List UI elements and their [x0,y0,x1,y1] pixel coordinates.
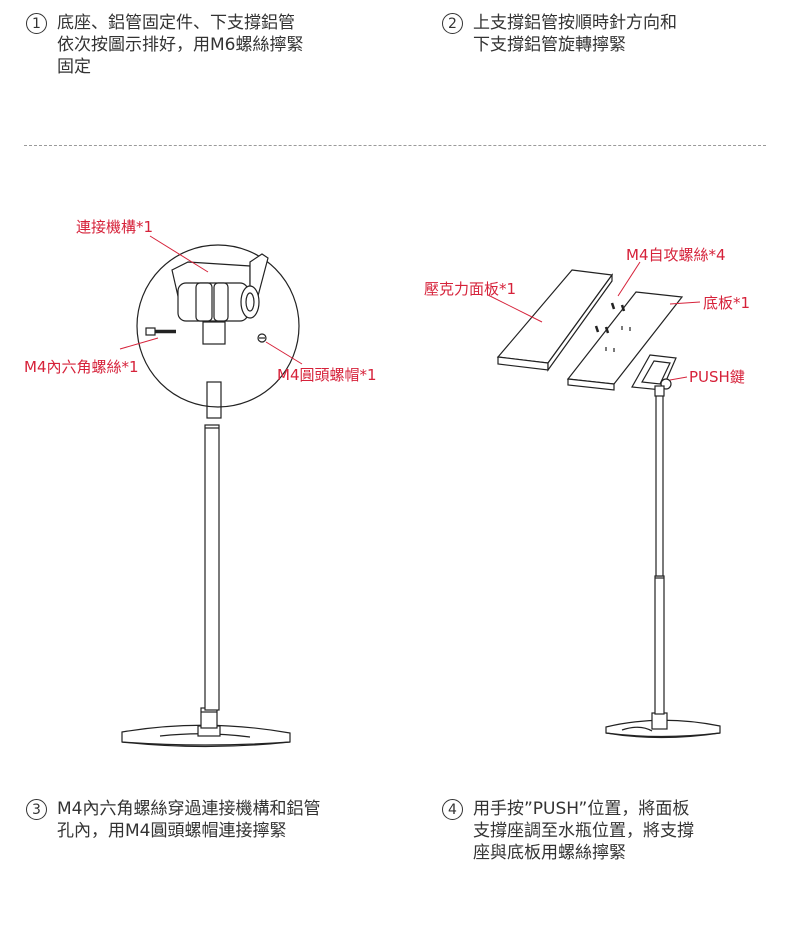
leader-round-nut [265,341,303,365]
stand-right-pole [654,393,665,715]
step-3-number: 3 [26,799,47,820]
stand-left-base [121,707,291,748]
stand-left-illustration: 連接機構*1 M4內六角螺絲*1 M4圓頭螺帽*1 [24,218,377,748]
step-3-line-2: 孔內，用M4圓頭螺帽連接擰緊 [57,821,287,841]
leader-self-tap-screw [617,261,641,297]
step-2-number: 2 [442,13,463,34]
step-3-line-1: M4內六角螺絲穿過連接機構和鋁管 [57,799,321,819]
label-self-tap-screw: M4自攻螺絲*4 [626,246,726,264]
acrylic-panel [496,269,614,372]
stand-left-pole [204,381,222,711]
step-3-instruction: 3 M4內六角螺絲穿過連接機構和鋁管 孔內，用M4圓頭螺帽連接擰緊 [26,798,320,842]
step-1-line-1: 底座、鋁管固定件、下支撐鋁管 [57,13,295,33]
step-4-line-1: 用手按”PUSH”位置，將面板 [473,799,690,819]
step-2-line-1: 上支撐鋁管按順時針方向和 [473,13,677,33]
leader-hex-screw [119,337,159,350]
section-divider [24,145,766,146]
label-connector: 連接機構*1 [76,218,153,236]
step-2-instruction: 2 上支撐鋁管按順時針方向和 下支撐鋁管旋轉擰緊 [442,12,677,56]
leader-acrylic-panel [487,294,543,323]
step-2-line-2: 下支撐鋁管旋轉擰緊 [473,35,626,55]
label-round-nut: M4圓頭螺帽*1 [277,366,377,384]
connector-zoom-circle [136,244,300,408]
label-acrylic-panel: 壓克力面板*1 [424,280,516,298]
step-1-line-3: 固定 [57,57,91,77]
step-1-instruction: 1 底座、鋁管固定件、下支撐鋁管 依次按圖示排好，用M6螺絲擰緊 固定 [26,12,303,78]
step-4-instruction: 4 用手按”PUSH”位置，將面板 支撐座調至水瓶位置，將支撐 座與底板用螺絲擰… [442,798,694,864]
step-1-line-2: 依次按圖示排好，用M6螺絲擰緊 [57,35,304,55]
step-4-line-3: 座與底板用螺絲擰緊 [473,843,626,863]
label-base-plate: 底板*1 [703,294,750,312]
step-4-line-2: 支撐座調至水瓶位置，將支撐 [473,821,694,841]
label-push-key: PUSH鍵 [689,368,745,386]
base-plate [566,291,684,391]
self-tap-screws [594,302,626,334]
label-hex-screw: M4內六角螺絲*1 [24,358,139,376]
panel-holder [631,354,677,397]
step-1-number: 1 [26,13,47,34]
step-4-number: 4 [442,799,463,820]
leader-push-key [669,376,688,381]
stand-right-illustration: M4自攻螺絲*4 壓克力面板*1 底板*1 PUSH鍵 [424,246,750,739]
leader-base-plate [669,301,701,305]
leader-connector [149,235,209,273]
stand-right-base [605,712,721,739]
